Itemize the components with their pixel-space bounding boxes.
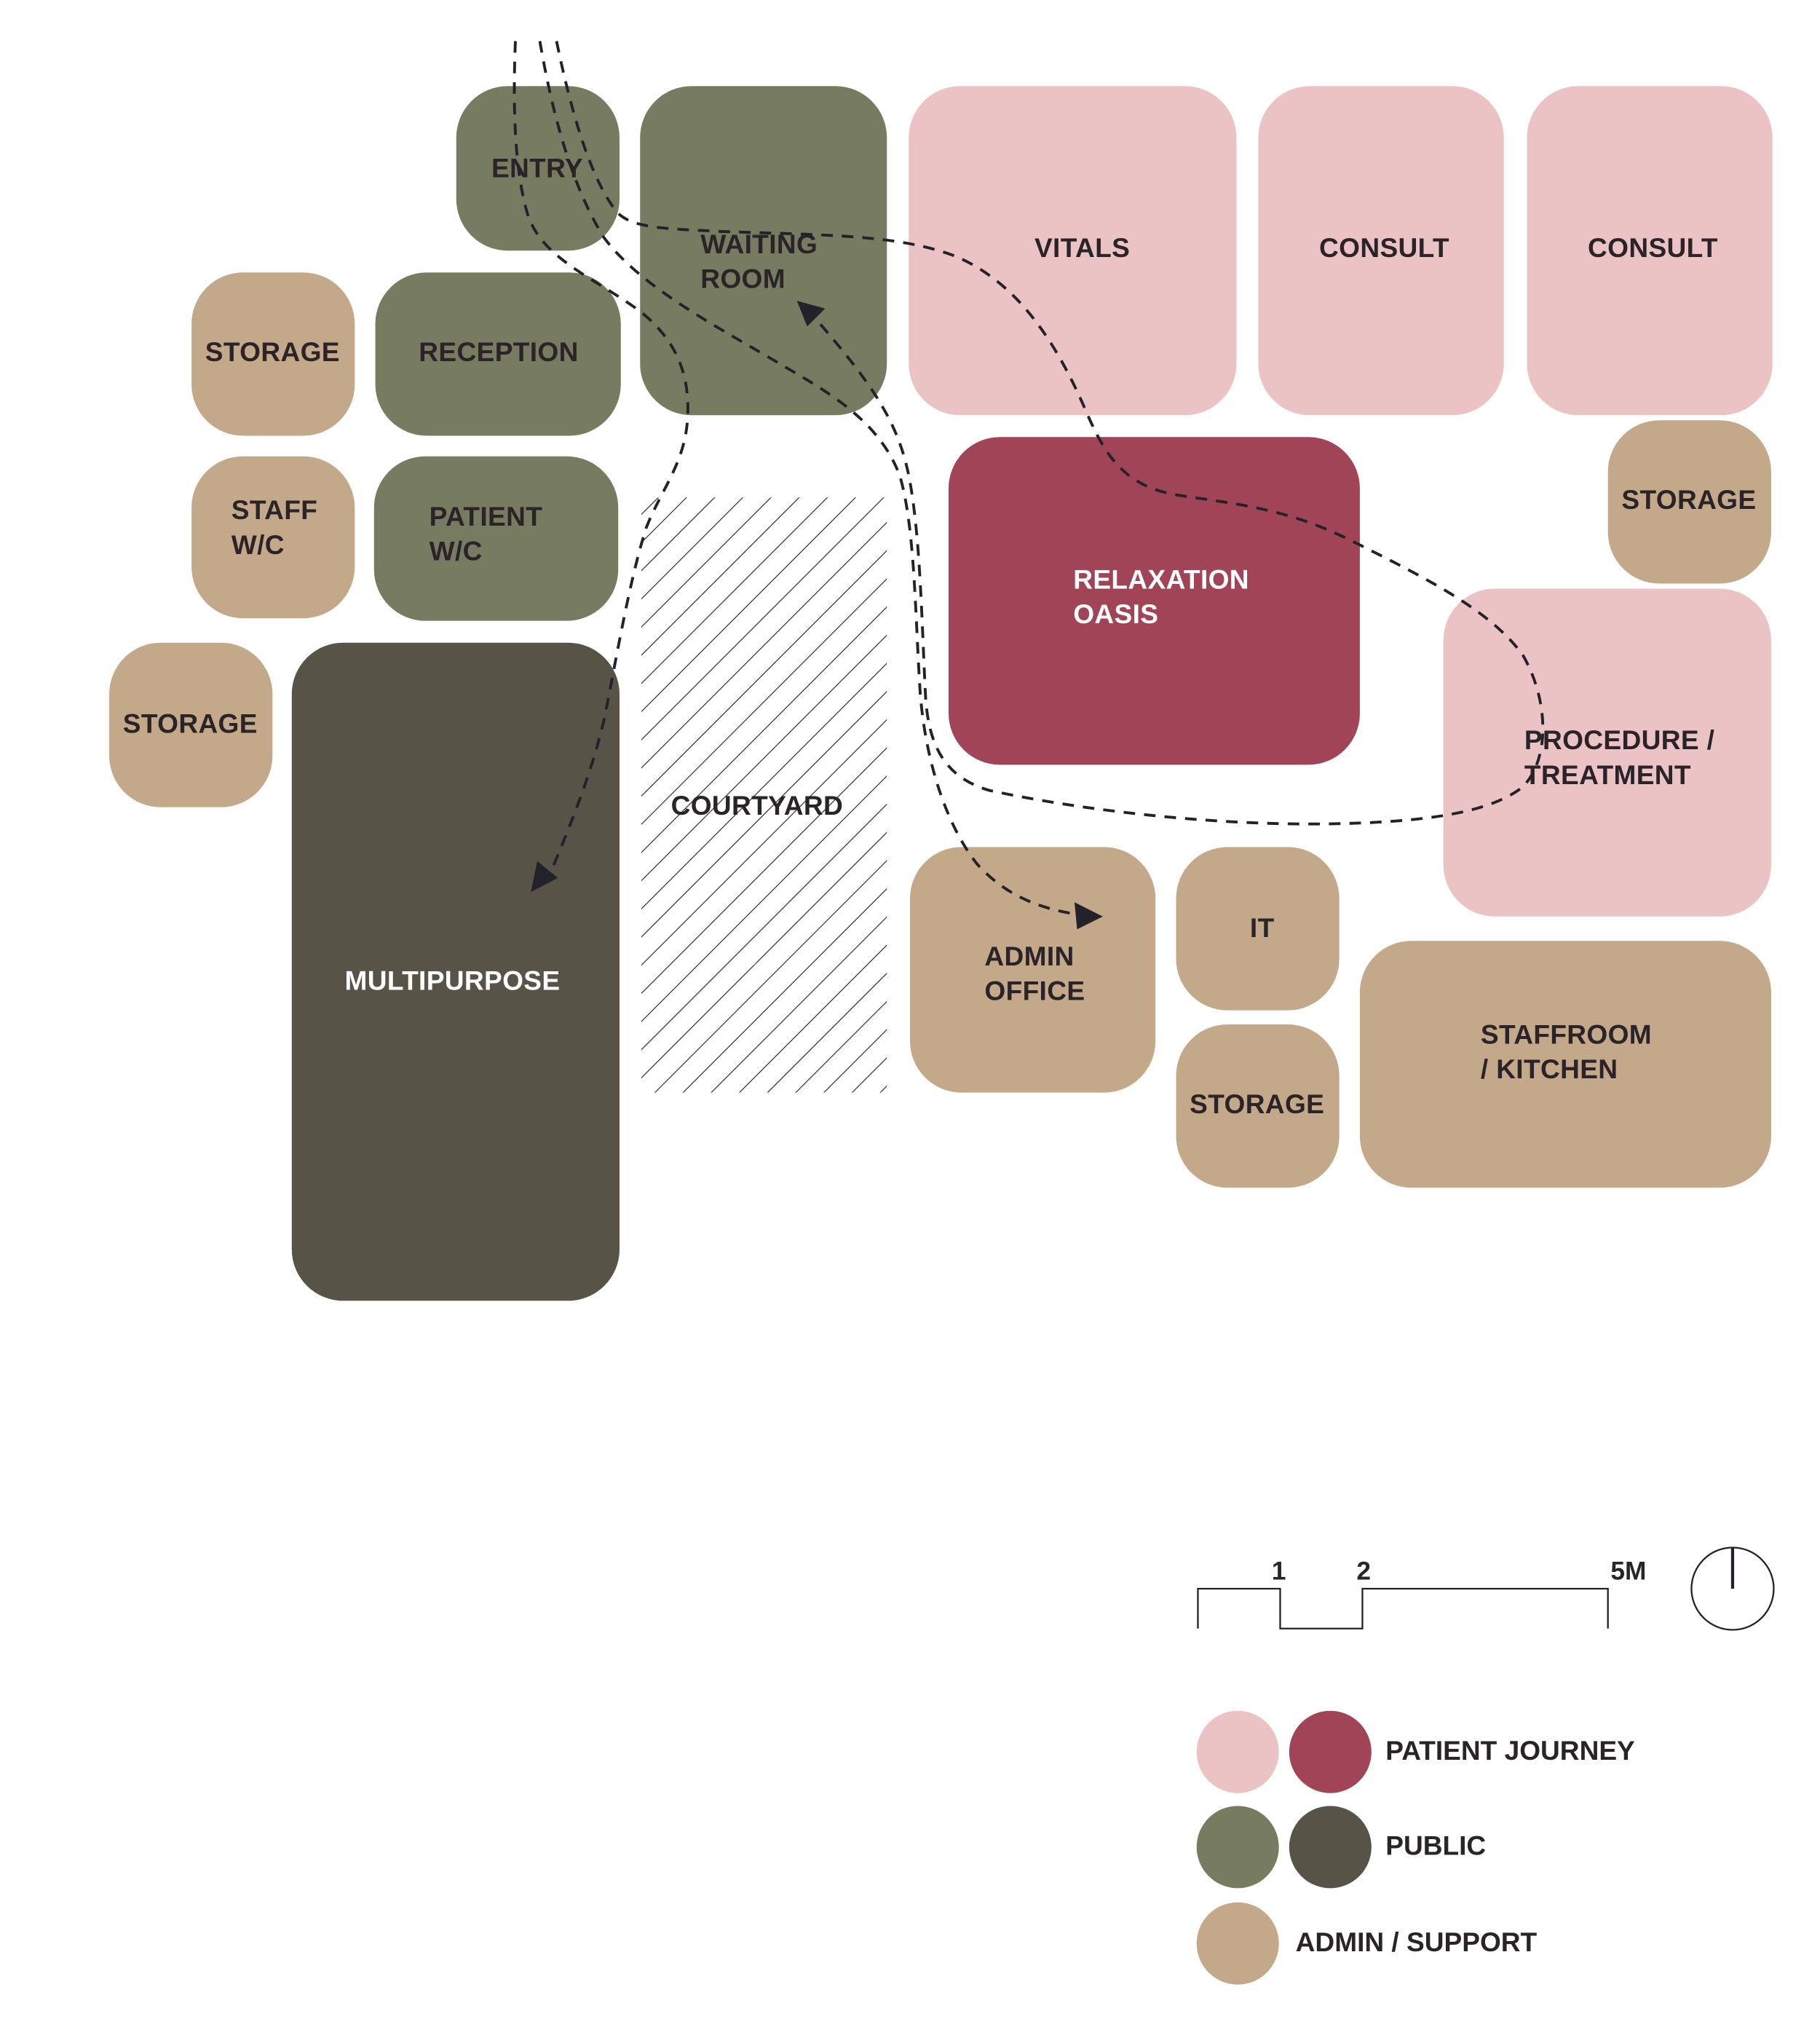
room-label: VITALS (1034, 232, 1130, 263)
room-waiting-room: WAITING ROOM (640, 86, 887, 416)
room-storage-top-left: STORAGE (191, 272, 355, 436)
room-storage-bottom: STORAGE (1176, 1024, 1340, 1188)
courtyard: COURTYARD (641, 497, 887, 1093)
room-label: STORAGE (123, 708, 258, 738)
arrow-head-icon (796, 301, 826, 327)
room-label: ROOM (700, 263, 786, 293)
legend-swatch-patient-light (1196, 1710, 1279, 1793)
room-consult-1: CONSULT (1258, 86, 1504, 416)
legend-label: PUBLIC (1385, 1830, 1486, 1860)
room-label: STAFFROOM (1481, 1019, 1652, 1049)
scale-tick-2: 2 (1356, 1557, 1371, 1586)
room-entry: ENTRY (456, 86, 620, 251)
legend-swatch-public-dark (1289, 1806, 1372, 1889)
room-procedure-treatment: PROCEDURE / TREATMENT (1443, 588, 1771, 917)
room-patient-wc: PATIENT W/C (373, 456, 619, 621)
room-label: STORAGE (1621, 484, 1756, 515)
room-label: OASIS (1073, 598, 1158, 629)
room-relaxation-oasis: RELAXATION OASIS (948, 437, 1360, 765)
north-arrow-icon (1690, 1546, 1775, 1631)
room-label: WAITING (700, 229, 818, 259)
room-label: / KITCHEN (1481, 1054, 1618, 1084)
legend-item-public: PUBLIC (1196, 1806, 1486, 1889)
scale-bar: 1 2 5M (1197, 1557, 1646, 1629)
legend-item-admin-support: ADMIN / SUPPORT (1196, 1902, 1538, 1985)
room-label: IT (1250, 912, 1275, 943)
legend-label: ADMIN / SUPPORT (1296, 1927, 1538, 1957)
scale-tick-1: 1 (1272, 1557, 1286, 1586)
room-multipurpose: MULTIPURPOSE (291, 642, 620, 1301)
legend-swatch-patient-dark (1289, 1710, 1372, 1793)
room-label: RECEPTION (419, 336, 578, 367)
arrow-head-icon (1074, 902, 1103, 930)
room-vitals: VITALS (909, 86, 1237, 416)
room-storage-far-left: STORAGE (109, 642, 273, 807)
arrow-head-icon (531, 861, 558, 893)
legend-item-patient-journey: PATIENT JOURNEY (1196, 1710, 1635, 1793)
legend-swatch-admin-support (1196, 1902, 1279, 1985)
room-staff-wc: STAFF W/C (191, 456, 355, 619)
room-storage-right: STORAGE (1607, 420, 1771, 584)
room-label: ADMIN (984, 941, 1074, 971)
path-entry-to-multipurpose (513, 41, 689, 882)
room-label: TREATMENT (1524, 759, 1691, 790)
room-label: CONSULT (1588, 232, 1718, 263)
circulation-paths (513, 41, 1545, 930)
room-admin-office: ADMIN OFFICE (910, 847, 1156, 1093)
legend-label: PATIENT JOURNEY (1385, 1735, 1635, 1766)
room-label: PROCEDURE / (1524, 724, 1714, 755)
path-entry-to-admin-office (538, 41, 1083, 917)
room-label: STAFF (232, 494, 317, 525)
legend: PATIENT JOURNEY PUBLIC ADMIN / SUPPORT (1196, 1710, 1635, 1985)
room-label: STORAGE (1190, 1088, 1324, 1119)
room-it: IT (1176, 847, 1340, 1011)
room-label: PATIENT (430, 501, 543, 532)
room-label: MULTIPURPOSE (344, 965, 560, 995)
room-label: W/C (430, 536, 483, 566)
room-reception: RECEPTION (375, 272, 621, 436)
room-label: W/C (232, 529, 285, 560)
room-label: STORAGE (205, 336, 340, 367)
room-label: CONSULT (1319, 232, 1449, 263)
legend-swatch-public-light (1196, 1806, 1279, 1889)
room-label: RELAXATION (1073, 564, 1249, 595)
path-entry-vitals-procedure-loop (555, 41, 1545, 826)
room-label: OFFICE (984, 975, 1085, 1005)
room-label: ENTRY (491, 153, 583, 183)
room-consult-2: CONSULT (1527, 86, 1773, 416)
room-staffroom-kitchen: STAFFROOM / KITCHEN (1359, 941, 1771, 1188)
scale-tick-5m: 5M (1610, 1557, 1646, 1586)
room-label: COURTYARD (671, 790, 844, 821)
